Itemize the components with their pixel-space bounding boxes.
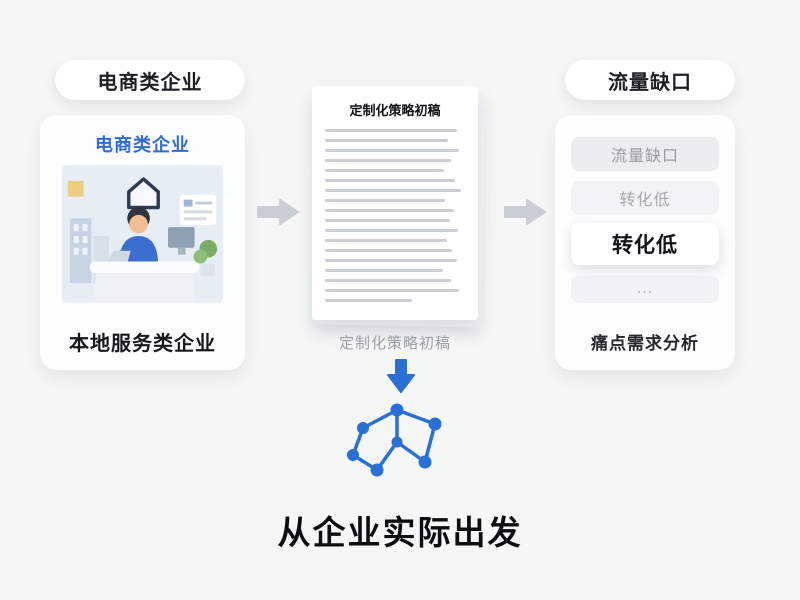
arrow-down-icon bbox=[386, 358, 416, 399]
network-graph-icon bbox=[345, 398, 455, 498]
right-pill-badge: 流量缺口 bbox=[565, 60, 735, 100]
desk bbox=[89, 261, 200, 274]
person-face bbox=[129, 214, 148, 234]
pain-point-item: 流量缺口 bbox=[571, 137, 719, 171]
office-worker-illustration bbox=[62, 163, 223, 305]
right-card-footer: 痛点需求分析 bbox=[591, 334, 699, 353]
pain-point-card: 流量缺口 转化低 转化低 ... 痛点需求分析 bbox=[555, 115, 735, 370]
pain-point-item: 转化低 bbox=[571, 181, 719, 215]
house-icon bbox=[127, 177, 160, 210]
left-pill-badge: 电商类企业 bbox=[55, 60, 245, 100]
headline-text: 从企业实际出发 bbox=[277, 514, 523, 551]
left-pill-label: 电商类企业 bbox=[97, 71, 203, 94]
window-decor bbox=[67, 180, 84, 197]
office-worker-illustration-svg bbox=[62, 165, 223, 303]
building-icon bbox=[69, 218, 92, 284]
document-title: 定制化策略初稿 bbox=[349, 103, 441, 118]
left-card-footer: 本地服务类企业 bbox=[69, 333, 216, 355]
right-pill-label: 流量缺口 bbox=[608, 71, 692, 94]
checklist-card bbox=[179, 194, 217, 226]
laptop-icon bbox=[107, 250, 131, 262]
pain-point-item-emphasized: 转化低 bbox=[571, 223, 719, 265]
strategy-document: 定制化策略初稿 bbox=[312, 86, 478, 320]
left-card-title: 电商类企业 bbox=[95, 135, 190, 155]
monitor-icon bbox=[168, 227, 195, 248]
pain-point-item-more: ... bbox=[571, 275, 719, 303]
arrow-right-icon bbox=[256, 197, 300, 232]
document-caption: 定制化策略初稿 bbox=[338, 335, 451, 352]
arrow-right-icon bbox=[503, 197, 547, 232]
document-text-lines bbox=[312, 129, 478, 302]
left-enterprise-card: 电商类企业 bbox=[40, 115, 245, 370]
